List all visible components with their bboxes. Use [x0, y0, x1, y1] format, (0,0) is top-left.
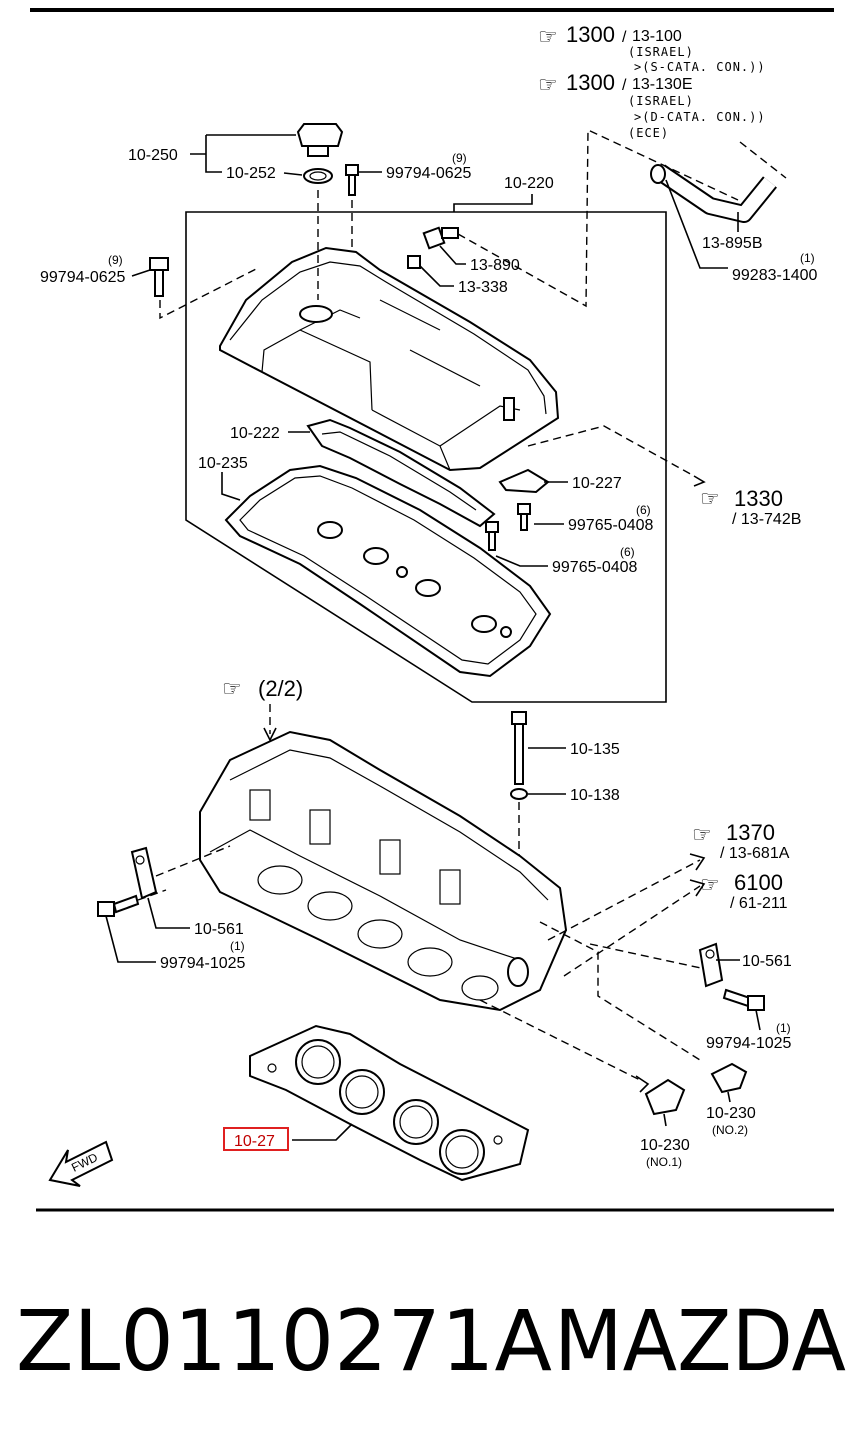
bolt-top [345, 164, 359, 196]
ref-number: 1300 [566, 22, 615, 47]
label-10-252: 10-252 [226, 165, 276, 182]
ref-hand-icon: ☞ [538, 24, 558, 49]
qty: (6) [620, 545, 635, 559]
cover-group-box [185, 211, 667, 703]
label-10-561-left: 10-561 [194, 921, 244, 938]
label-10-220: 10-220 [504, 175, 554, 192]
ref-1300-b: ☞ 1300 / 13-130E (ISRAEL) >(D-CATA. CON.… [538, 70, 766, 140]
note-no1: (NO.1) [646, 1155, 682, 1169]
label-10-27: 10-27 [234, 1133, 275, 1150]
ref-hand-icon: ☞ [222, 676, 242, 701]
label-10-222: 10-222 [230, 425, 280, 442]
ref-1300-a: ☞ 1300 / 13-100 (ISRAEL) >(S-CATA. CON.)… [538, 22, 766, 74]
label-13-890: 13-890 [470, 257, 520, 274]
ref-2-2: (2/2) [258, 676, 303, 701]
ref-1330: 1330 [734, 486, 783, 511]
ref-note: >(S-CATA. CON.)) [634, 60, 766, 74]
part-number: ZL0110271A [16, 1292, 552, 1390]
head-bolt [510, 711, 528, 800]
screw-b [485, 521, 499, 551]
ref-note: (ISRAEL) [628, 45, 694, 59]
cover-gasket-10-222 [306, 418, 496, 528]
label-99765-0408-a: 99765-0408 [568, 517, 654, 534]
cover-gasket-10-235 [224, 464, 552, 678]
qty: (9) [108, 253, 123, 267]
label-10-227: 10-227 [572, 475, 622, 492]
engine-hanger-right [698, 942, 724, 988]
bolt-left [149, 257, 169, 297]
label-10-250: 10-250 [128, 147, 178, 164]
bracket-10-227 [498, 468, 550, 494]
brand-name: MAZDA [554, 1292, 846, 1390]
highlight-box-10-27 [223, 1127, 289, 1151]
label-99765-0408-b: 99765-0408 [552, 559, 638, 576]
qty: (1) [776, 1021, 791, 1035]
ref-6100-sub: / 61-211 [730, 895, 788, 912]
label-10-135: 10-135 [570, 741, 620, 758]
label-99283-1400: 99283-1400 [732, 267, 818, 284]
qty: (1) [230, 939, 245, 953]
plug-no1 [644, 1078, 686, 1116]
label-10-561-right: 10-561 [742, 953, 792, 970]
label-10-230-no1: 10-230 [640, 1137, 690, 1154]
ref-hand-icon: ☞ [700, 872, 720, 897]
ref-sub: 13-130E [632, 76, 693, 93]
ref-hand-icon: ☞ [538, 72, 558, 97]
pcv-valve [407, 226, 459, 269]
label-13-895b: 13-895B [702, 235, 763, 252]
ventilation-hose [650, 164, 777, 223]
note-no2: (NO.2) [712, 1123, 748, 1137]
ref-1370-sub: / 13-681A [720, 845, 790, 862]
ref-hand-icon: ☞ [700, 486, 720, 511]
label-10-138: 10-138 [570, 787, 620, 804]
qty: (1) [800, 251, 815, 265]
label-10-235: 10-235 [198, 455, 248, 472]
bolt-hanger-left [97, 894, 140, 917]
ref-note: (ISRAEL) [628, 94, 694, 108]
ref-note: >(D-CATA. CON.)) [634, 110, 766, 124]
fwd-arrow-icon: FWD [48, 1140, 114, 1187]
ref-note: (ECE) [628, 126, 669, 140]
slash: / [622, 29, 627, 46]
label-10-230-no2: 10-230 [706, 1105, 756, 1122]
screw-a [517, 503, 531, 531]
plug-no2 [710, 1062, 748, 1094]
label-99794-0625-left: 99794-0625 [40, 269, 126, 286]
oil-filler-cap [296, 123, 344, 184]
qty: (9) [452, 151, 467, 165]
cylinder-head [199, 730, 568, 1012]
qty: (6) [636, 503, 651, 517]
cylinder-head-cover [219, 246, 560, 472]
label-13-338: 13-338 [458, 279, 508, 296]
ref-1330-sub: / 13-742B [732, 511, 801, 528]
ref-1370: 1370 [726, 820, 775, 845]
ref-sub: 13-100 [632, 28, 682, 45]
label-99794-1025-left: 99794-1025 [160, 955, 246, 972]
bolt-hanger-right [722, 988, 765, 1011]
label-99794-1025-right: 99794-1025 [706, 1035, 792, 1052]
ref-number: 1300 [566, 70, 615, 95]
engine-hanger-left [130, 846, 158, 900]
slash: / [622, 77, 627, 94]
ref-6100: 6100 [734, 870, 783, 895]
label-99794-0625: 99794-0625 [386, 165, 472, 182]
head-gasket [249, 1024, 530, 1182]
ref-hand-icon: ☞ [692, 822, 712, 847]
